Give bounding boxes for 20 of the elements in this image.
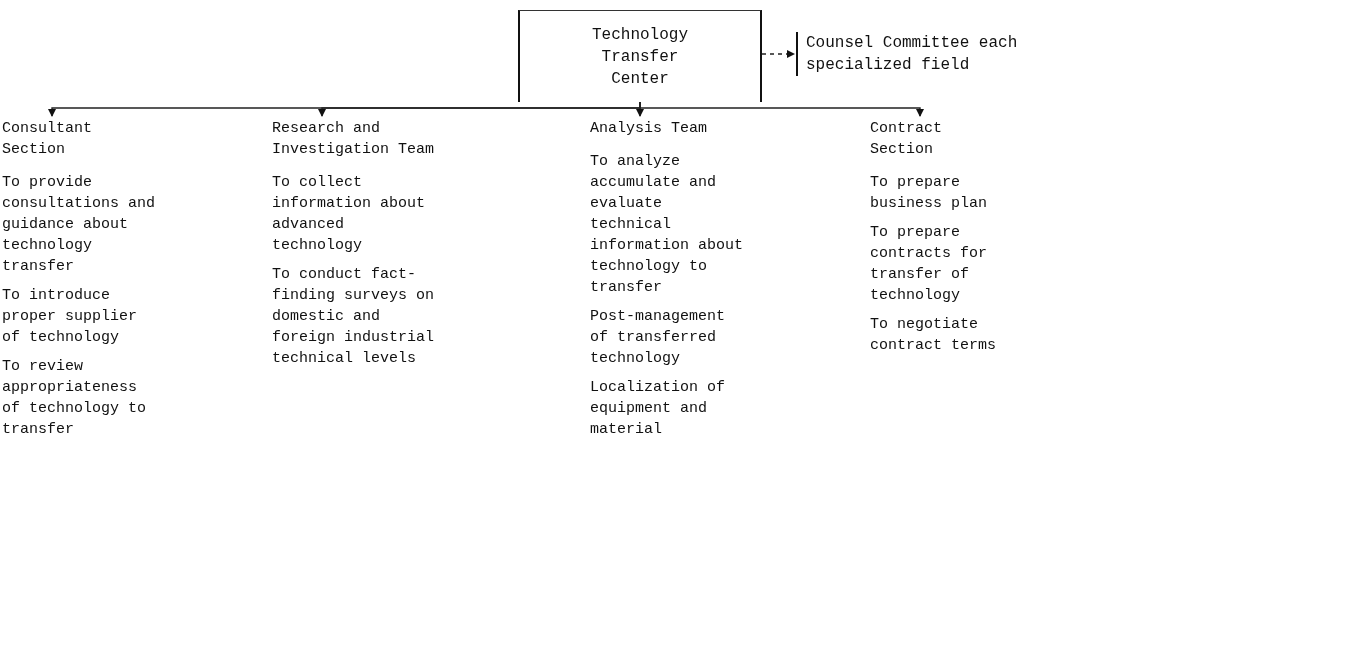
duty-text: To collect information about advanced technology <box>272 173 427 256</box>
process-box <box>518 10 762 102</box>
box-title: Technology Transfer Center <box>591 24 689 90</box>
duty-text: To introduce proper supplier of technology <box>2 286 139 348</box>
arrow <box>761 50 795 58</box>
arrow <box>639 101 924 117</box>
section-heading: Analysis Team <box>590 118 743 139</box>
duty-text: To analyze accumulate and evaluate technical information about technology to transfer <box>590 152 743 298</box>
duty-text: To provide consultations and guidance about technology transfer <box>2 173 155 277</box>
committee-label: Counsel Committee each specialized field <box>796 32 1076 76</box>
duty-text: Post-management of transferred technology <box>590 307 727 369</box>
section-heading: Consultant Section <box>2 118 155 160</box>
duty-text: To conduct fact-finding surveys on domestic and foreign industrial technical levels <box>272 265 434 369</box>
duty-text: To review appropriateness of technology to transfer <box>2 357 148 440</box>
section-heading: Research and Investigation Team <box>272 118 434 160</box>
duty-text: Localization of equipment and material <box>590 378 727 440</box>
duty-text: To prepare business plan <box>870 173 989 214</box>
duty-text: To prepare contracts for transfer of technology <box>870 223 989 306</box>
section-heading: Contract Section <box>870 118 1005 160</box>
duty-text: To negotiate contract terms <box>870 315 998 356</box>
